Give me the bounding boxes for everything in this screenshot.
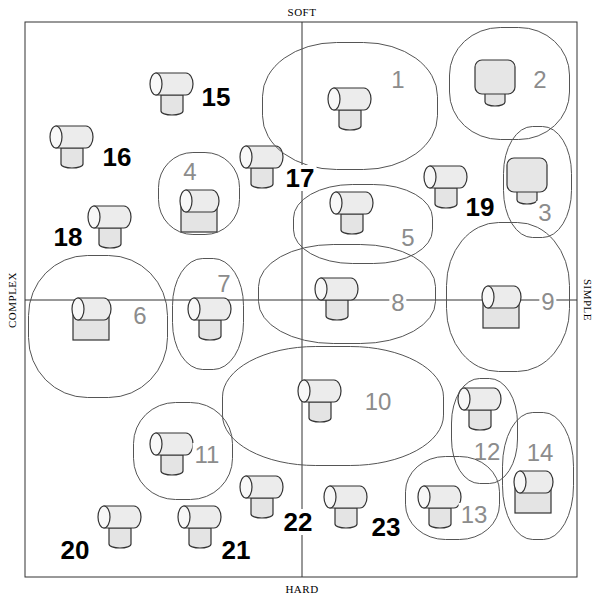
group-outline: 11 (133, 402, 233, 500)
group-outline: 14 (502, 412, 574, 540)
group-outline: 3 (503, 126, 572, 238)
group-outline: 6 (28, 255, 168, 398)
item-number: 2 (531, 68, 548, 92)
callout-number: 16 (101, 144, 134, 170)
item-number: 1 (389, 68, 406, 92)
callout-number: 15 (200, 84, 233, 110)
blob-outline (258, 244, 436, 344)
axis-label: SOFT (286, 7, 319, 18)
callout-number: 17 (284, 165, 317, 191)
group-outline: 4 (158, 152, 240, 235)
callout-number: 20 (59, 537, 92, 563)
axis-label: SIMPLE (582, 277, 593, 323)
item-number: 5 (399, 226, 416, 250)
item-number: 3 (536, 201, 553, 225)
blob-outline (262, 42, 438, 170)
item-number: 4 (181, 160, 198, 184)
blob-outline (405, 456, 500, 540)
item-number: 8 (389, 291, 406, 315)
blob-outline (293, 184, 433, 264)
group-outline: 8 (258, 244, 436, 344)
blob-outline (222, 346, 444, 466)
blob-outline (449, 27, 570, 140)
callout-number: 22 (282, 509, 315, 535)
group-outline: 13 (405, 456, 500, 540)
item-number: 10 (363, 390, 394, 414)
blob-outline (451, 378, 518, 484)
item-number: 12 (472, 440, 503, 464)
axis-label: HARD (283, 584, 320, 595)
group-outline: 7 (172, 258, 244, 370)
group-outline: 12 (451, 378, 518, 484)
blob-outline (158, 152, 240, 235)
group-outline: 5 (293, 184, 433, 264)
item-number: 13 (459, 503, 490, 527)
group-outline: 9 (446, 222, 570, 372)
item-number: 14 (525, 441, 556, 465)
axis-label: COMPLEX (7, 270, 18, 330)
blob-outline (172, 258, 244, 370)
callout-number: 21 (220, 537, 253, 563)
item-number: 7 (215, 272, 232, 296)
callout-number: 18 (52, 224, 85, 250)
group-outline: 2 (449, 27, 570, 140)
callout-number: 19 (464, 194, 497, 220)
group-outline: 1 (262, 42, 438, 170)
item-number: 11 (193, 443, 222, 467)
item-number: 9 (539, 290, 556, 314)
callout-number: 23 (370, 514, 403, 540)
blob-outline (502, 412, 574, 540)
group-outline: 10 (222, 346, 444, 466)
item-number: 6 (131, 304, 148, 328)
